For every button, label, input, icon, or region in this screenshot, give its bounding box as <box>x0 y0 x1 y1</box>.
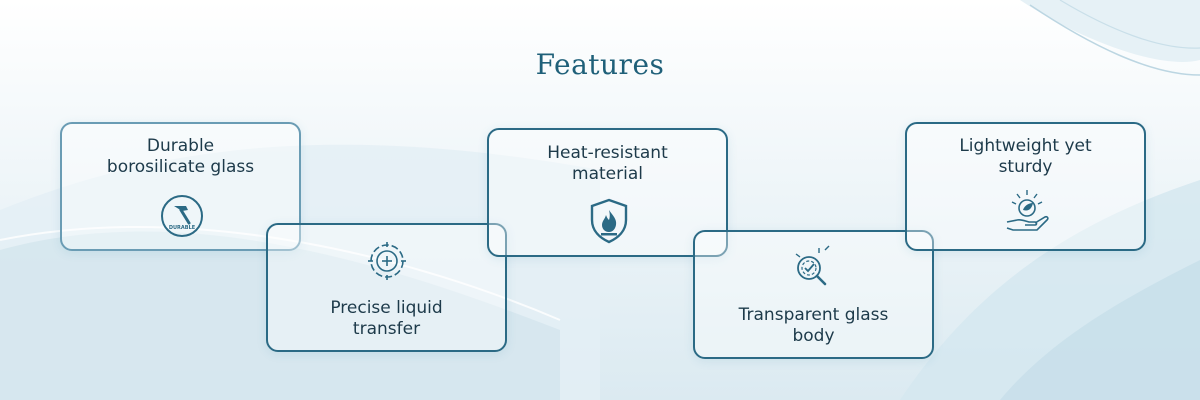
feature-label: Durable borosilicate glass <box>106 136 255 177</box>
feature-card-precise: Precise liquid transfer <box>266 223 507 352</box>
feature-label: Heat-resistant material <box>547 143 668 184</box>
feature-card-heat: Heat-resistant material <box>487 128 728 257</box>
feature-label: Precise liquid transfer <box>330 298 443 339</box>
feature-card-lightweight: Lightweight yet sturdy <box>905 122 1146 251</box>
page-title: Features <box>535 48 665 81</box>
hand-leaf-icon <box>1006 190 1049 231</box>
durable-badge-text: DURABLE <box>169 225 196 231</box>
magnifier-check-icon <box>795 245 830 286</box>
feature-card-durable: Durable borosilicate glass DURABLE <box>60 122 301 251</box>
crosshair-icon <box>368 242 406 280</box>
hammer-icon: DURABLE <box>161 195 203 237</box>
flame-shield-icon <box>590 198 628 244</box>
feature-label: Lightweight yet sturdy <box>959 136 1092 177</box>
feature-label: Transparent glass body <box>738 305 889 346</box>
feature-card-transparent: Transparent glass body <box>693 230 934 359</box>
